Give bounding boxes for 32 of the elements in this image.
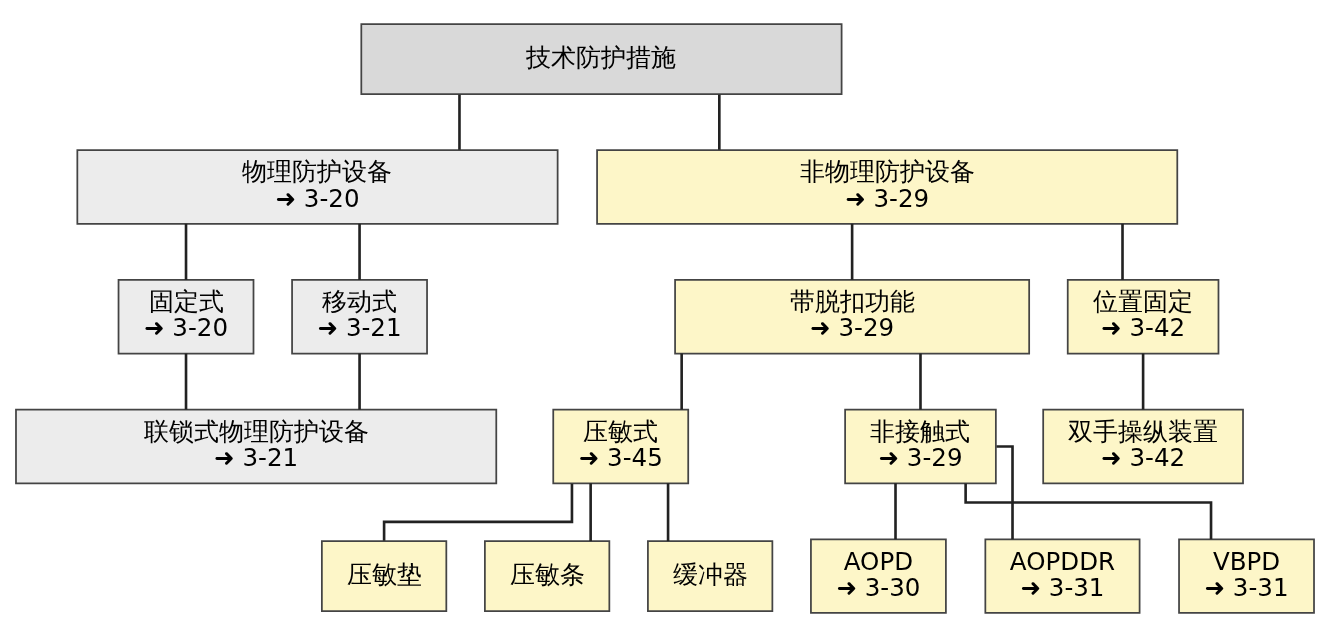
connector bbox=[1121, 223, 1124, 280]
connector bbox=[894, 483, 897, 540]
node-box: 双手操纵装置 ➜ 3-42 bbox=[1042, 408, 1244, 485]
node-box: AOPDDR ➜ 3-31 bbox=[984, 538, 1141, 614]
node-box: 位置固定 ➜ 3-42 bbox=[1066, 279, 1220, 355]
node-box: 压敏条 bbox=[484, 540, 611, 613]
node-box: 压敏式 ➜ 3-45 bbox=[552, 408, 690, 485]
connector bbox=[718, 94, 721, 150]
connector bbox=[919, 353, 922, 410]
node-box: VBPD ➜ 3-31 bbox=[1178, 538, 1315, 614]
connector bbox=[184, 353, 188, 410]
connector bbox=[184, 223, 188, 280]
connector bbox=[996, 445, 1014, 540]
node-box: 带脱扣功能 ➜ 3-29 bbox=[674, 279, 1031, 355]
node-box: 非接触式 ➜ 3-29 bbox=[844, 408, 997, 485]
connector bbox=[358, 223, 361, 280]
node-box: 移动式 ➜ 3-21 bbox=[291, 279, 428, 355]
connector bbox=[358, 353, 361, 410]
connector bbox=[589, 483, 592, 542]
node-box: 联锁式物理防护设备 ➜ 3-21 bbox=[15, 408, 498, 485]
node-box: 固定式 ➜ 3-20 bbox=[117, 279, 255, 355]
connector bbox=[850, 223, 854, 280]
node-box: 缓冲器 bbox=[647, 540, 774, 613]
node-box: 非物理防护设备 ➜ 3-29 bbox=[596, 149, 1179, 225]
connector bbox=[1141, 353, 1145, 410]
node-box: AOPD ➜ 3-30 bbox=[810, 538, 947, 614]
node-box: 技术防护措施 bbox=[360, 23, 843, 95]
connector bbox=[458, 94, 461, 150]
connector bbox=[680, 353, 683, 410]
node-box: 压敏垫 bbox=[321, 540, 448, 613]
node-box: 物理防护设备 ➜ 3-20 bbox=[76, 149, 559, 225]
connector bbox=[666, 483, 670, 542]
